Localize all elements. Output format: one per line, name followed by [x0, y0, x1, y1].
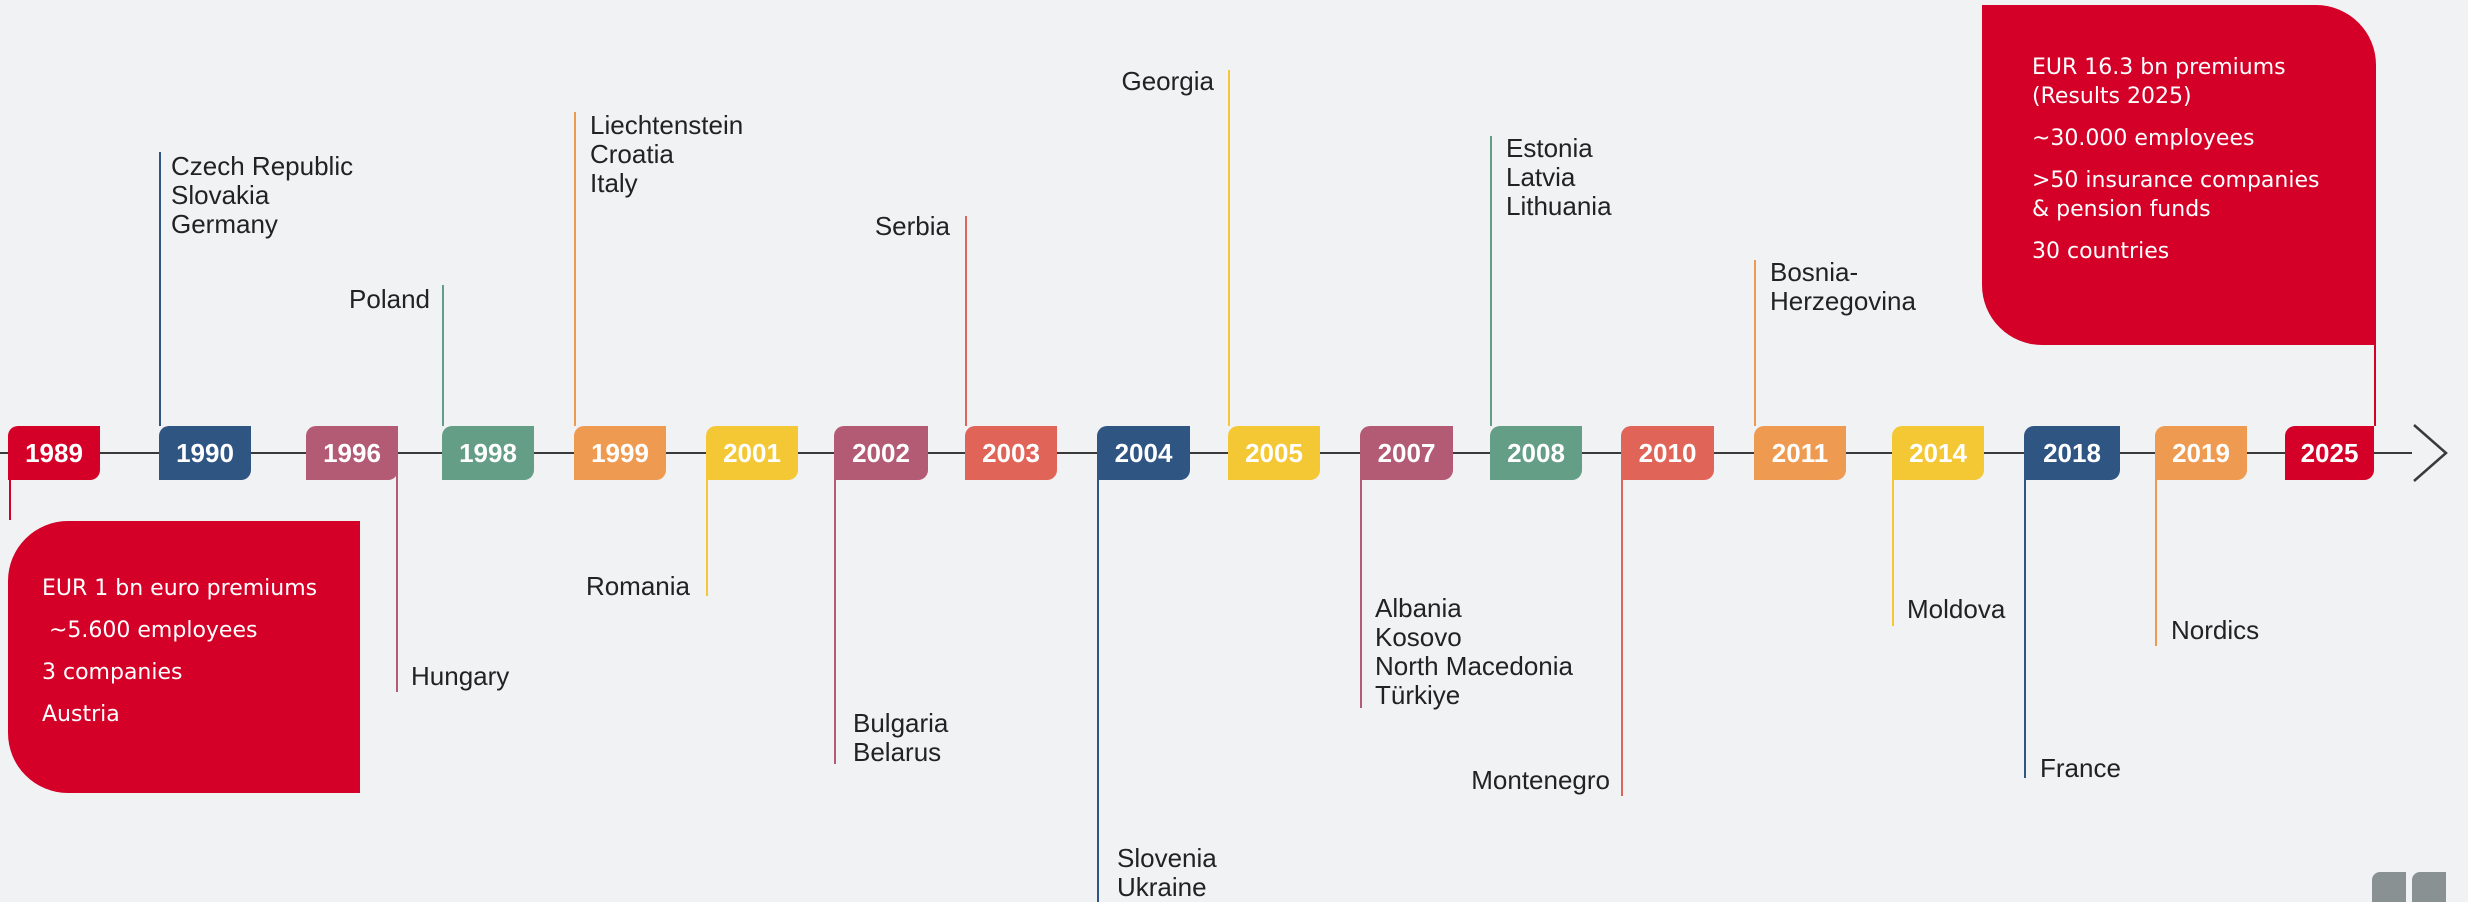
country-name: Moldova [1907, 594, 2006, 624]
country-name: Slovakia [171, 180, 270, 210]
year-badge-2004: 2004 [1097, 426, 1190, 480]
end-summary-box: EUR 16.3 bn premiums (Results 2025) ~30.… [1982, 5, 2376, 345]
brand-logo-icon [2372, 872, 2450, 902]
country-name: Germany [171, 209, 278, 239]
start-summary-line: 3 companies [42, 660, 183, 685]
year-badge-1998: 1998 [442, 426, 534, 480]
country-name: Serbia [874, 211, 950, 241]
country-name: Italy [590, 168, 638, 198]
country-name: Kosovo [1375, 622, 1462, 652]
start-summary-box: EUR 1 bn euro premiums ~5.600 employees … [8, 521, 360, 793]
country-label-2010: Montenegro [1471, 766, 1610, 795]
end-summary-line: >50 insurance companies [2032, 168, 2320, 193]
country-name: Lithuania [1506, 191, 1612, 221]
year-badge-2008: 2008 [1490, 426, 1582, 480]
country-label-2005: Georgia [1122, 67, 1215, 96]
year-badge-1990: 1990 [159, 426, 251, 480]
connector-line-1989 [9, 454, 11, 520]
country-label-2011: Bosnia-Herzegovina [1770, 258, 1916, 316]
connector-line-2002 [834, 454, 836, 764]
country-name: Poland [349, 284, 430, 314]
year-badge-2011: 2011 [1754, 426, 1846, 480]
connector-line-1999 [574, 112, 576, 426]
year-badge-1996: 1996 [306, 426, 398, 480]
year-badge-2001: 2001 [706, 426, 798, 480]
year-badge-2025: 2025 [2285, 426, 2374, 480]
country-name: Latvia [1506, 162, 1576, 192]
start-summary-line: Austria [42, 702, 120, 727]
end-summary-line: & pension funds [2032, 197, 2211, 222]
year-badge-1989: 1989 [8, 426, 100, 480]
connector-line-2018 [2024, 454, 2026, 778]
year-badge-1999: 1999 [574, 426, 666, 480]
country-name: Türkiye [1375, 680, 1461, 710]
connector-line-2004 [1097, 454, 1099, 902]
country-name: Bulgaria [853, 708, 949, 738]
year-badge-2018: 2018 [2024, 426, 2120, 480]
connector-line-1996 [396, 454, 398, 692]
connector-line-1990 [159, 152, 161, 426]
year-badge-2003: 2003 [965, 426, 1057, 480]
connector-line-2005 [1228, 70, 1230, 426]
country-label-1996: Hungary [411, 662, 509, 691]
country-name: Ukraine [1117, 872, 1207, 902]
year-badge-2014: 2014 [1892, 426, 1984, 480]
year-badge-2007: 2007 [1360, 426, 1453, 480]
timeline-axis [0, 452, 2412, 454]
country-name: Romania [585, 571, 690, 601]
connector-line-2014 [1892, 454, 1894, 626]
start-summary-line: EUR 1 bn euro premiums [42, 576, 318, 601]
end-summary-line: 30 countries [2032, 239, 2170, 264]
country-name: Montenegro [1471, 765, 1610, 795]
connector-line-2025 [2374, 345, 2376, 426]
connector-line-2008 [1490, 136, 1492, 426]
connector-line-2010 [1621, 454, 1623, 796]
country-label-2014: Moldova [1907, 595, 2005, 624]
year-badge-2019: 2019 [2155, 426, 2247, 480]
country-label-2001: Romania [586, 572, 690, 601]
connector-line-2001 [706, 454, 708, 596]
country-label-2003: Serbia [875, 212, 950, 241]
year-badge-2010: 2010 [1621, 426, 1714, 480]
end-summary-line: EUR 16.3 bn premiums [2032, 55, 2286, 80]
country-name: Georgia [1121, 66, 1215, 96]
year-badge-2002: 2002 [834, 426, 928, 480]
connector-line-2007 [1360, 454, 1362, 708]
connector-line-2019 [2155, 454, 2157, 646]
country-name: Albania [1375, 593, 1462, 623]
country-name: Slovenia [1117, 843, 1217, 873]
year-badge-2005: 2005 [1228, 426, 1320, 480]
country-name: Croatia [590, 139, 674, 169]
country-name: Nordics [2171, 615, 2260, 645]
country-name: France [2040, 753, 2121, 783]
country-label-2019: Nordics [2171, 616, 2259, 645]
country-name: Estonia [1506, 133, 1593, 163]
country-name: Hungary [411, 661, 510, 691]
connector-line-2003 [965, 216, 967, 426]
country-name: Belarus [853, 737, 942, 767]
arrow-right-icon [2413, 424, 2448, 482]
start-summary-line: ~5.600 employees [42, 618, 258, 643]
country-name: Bosnia- [1770, 257, 1859, 287]
country-name: Liechtenstein [590, 110, 744, 140]
country-name: North Macedonia [1375, 651, 1573, 681]
country-name: Herzegovina [1770, 286, 1916, 316]
country-label-1998: Poland [349, 285, 430, 314]
country-label-2018: France [2040, 754, 2121, 783]
connector-line-1998 [442, 285, 444, 426]
end-summary-line: (Results 2025) [2032, 84, 2192, 109]
country-name: Czech Republic [171, 151, 354, 181]
connector-line-2011 [1754, 260, 1756, 426]
end-summary-line: ~30.000 employees [2032, 126, 2255, 151]
